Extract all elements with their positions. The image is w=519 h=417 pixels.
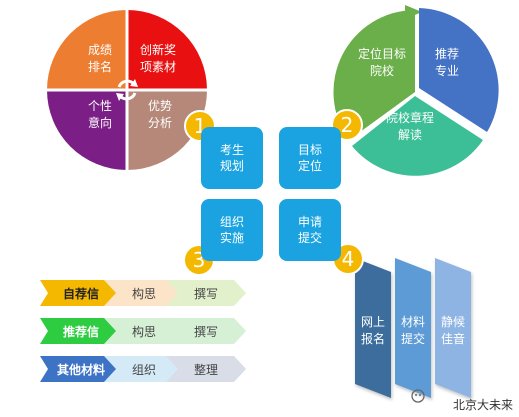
chevron-step-shape [104,280,184,306]
chevron-step-shape [104,318,184,344]
tile-organize-implement: 组织 实施 [201,199,263,261]
chevron-step-label: 自荐信 [63,286,99,301]
banner-label: 材料提交 [401,315,425,346]
wechat-icon [411,389,425,403]
chevron-step-shape [104,356,184,382]
quad-label-innovation: 创新奖项素材 [140,42,176,74]
quad-segment-bottom-right [127,90,207,170]
chevron-step-shape [40,280,122,306]
chevron-step-shape [166,280,246,306]
chevron-rows: 自荐信构思撰写推荐信构思撰写其他材料组织整理 [40,280,246,382]
quad-segment-top-left [47,10,127,90]
tile-target-position: 目标 定位 [279,127,341,189]
banner-label: 网上报名 [361,315,385,346]
chevron-step-label: 构思 [132,324,156,339]
chevron-step-label: 构思 [132,286,156,301]
tri-segment-major [419,8,499,132]
tri-label-charter: 院校章程解读 [386,110,434,142]
tri-segment-target [333,10,415,140]
quad-segment-top-right [127,10,207,90]
chevron-step-shape [40,356,122,382]
chevron-step-label: 组织 [132,363,156,377]
watermark-text: 北京大未来 [452,398,513,412]
quad-label-strength: 优势分析 [148,99,172,130]
chevron-step-label: 其他材料 [57,362,105,377]
number-badge-label: 4 [342,247,355,271]
refresh-arrows-icon [116,79,138,101]
banner-shape [395,258,431,398]
chevron-step-shape [40,318,122,344]
chevron-step-label: 撰写 [194,325,218,339]
chevron-step-label: 撰写 [194,287,218,301]
banner-label: 静候佳音 [441,315,465,346]
banner-shape [355,258,391,398]
quad-segment-bottom-left [47,90,127,170]
quad-label-personality: 个性意向 [88,99,112,130]
chevron-step-label: 整理 [194,362,218,377]
tri-label-major: 推荐专业 [435,47,459,78]
tile-apply-submit: 申请 提交 [279,199,341,261]
chevron-step-shape [166,318,246,344]
quad-label-score-rank: 成绩排名 [88,43,112,74]
tile-student-plan: 考生 规划 [201,127,263,189]
chevron-step-shape [166,356,246,382]
tri-circle: 定位目标院校 推荐专业 院校章程解读 [333,5,499,176]
number-badge-label: 2 [341,113,354,137]
tri-label-target: 定位目标院校 [358,46,406,78]
tri-segment-charter [352,96,483,176]
quad-circle: 成绩排名 创新奖项素材 个性意向 优势分析 [47,10,207,170]
chevron-step-label: 推荐信 [63,324,99,339]
banner-shape [435,258,471,398]
